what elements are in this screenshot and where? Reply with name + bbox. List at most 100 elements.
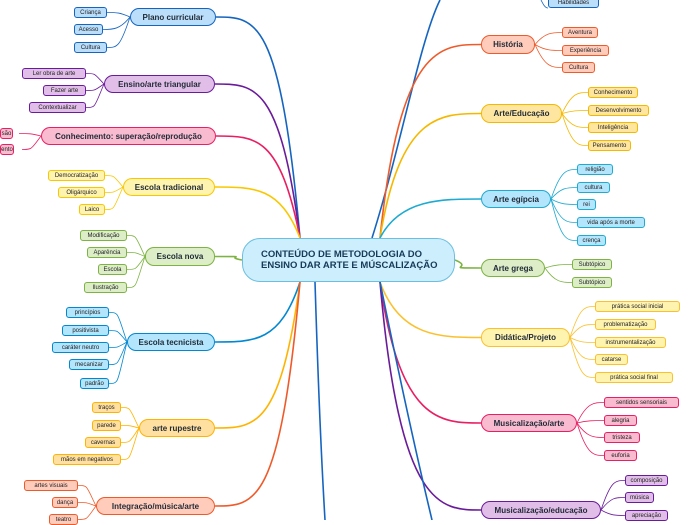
branch-tecnicista-label: Escola tecnicista [138,337,204,347]
historia-leaf-0[interactable]: Aventura [562,27,598,38]
plano-leaf-0[interactable]: Criança [74,7,107,18]
edge-top-0 [540,0,549,9]
music1-leaf-1[interactable]: alegria [604,415,637,426]
music2-leaf-1[interactable]: música [625,492,654,503]
rupestre-leaf-1[interactable]: parede [92,420,121,431]
didatica-leaf-4[interactable]: prática social final [595,372,673,383]
tradicional-leaf-2[interactable]: Laico [79,204,105,215]
branch-grega[interactable]: Arte grega [481,259,545,277]
edge-didatica-1 [569,324,596,338]
tecnicista-leaf-4[interactable]: padrão [80,378,109,389]
rupestre-leaf-3-label: mãos em negativos [60,456,114,463]
edge-egipcia-2 [550,198,578,205]
integracao-leaf-1-label: dança [56,499,74,506]
branch-music2-label: Musicalização/educação [494,505,588,515]
arteedu-leaf-2[interactable]: Inteligência [588,122,638,133]
egipcia-leaf-0[interactable]: religião [577,164,613,175]
edge-top [371,0,441,239]
edge-tecnicista-1 [108,330,128,343]
integracao-leaf-1[interactable]: dança [52,497,78,508]
nova-leaf-2[interactable]: Escola [98,264,127,275]
tecnicista-leaf-1[interactable]: positivista [62,325,109,336]
historia-leaf-2[interactable]: Cultura [562,62,595,73]
didatica-leaf-0[interactable]: prática social inicial [595,301,680,312]
rupestre-leaf-2[interactable]: cavernas [85,437,121,448]
tradicional-leaf-1[interactable]: Oligárquico [58,187,105,198]
plano-leaf-1[interactable]: Acesso [74,24,103,35]
branch-historia[interactable]: História [481,35,535,54]
tradicional-leaf-0[interactable]: Democratização [48,170,105,181]
top-leaf-0[interactable]: Habilidades [548,0,599,8]
music2-leaf-0[interactable]: composição [625,475,668,486]
edge-egipcia [379,198,482,239]
integracao-leaf-0[interactable]: artes visuais [24,480,78,491]
nova-leaf-1[interactable]: Aparência [87,247,127,258]
tecnicista-leaf-0[interactable]: princípios [66,307,109,318]
didatica-leaf-2[interactable]: instrumentalização [595,337,666,348]
nova-leaf-0[interactable]: Modificação [80,230,127,241]
ensino-leaf-2[interactable]: Contextualizar [29,102,86,113]
tecnicista-leaf-3[interactable]: mecanizar [69,359,109,370]
music2-leaf-2[interactable]: apreciação [625,510,668,521]
rupestre-leaf-3[interactable]: mãos em negativos [53,454,121,465]
plano-leaf-1-label: Acesso [78,26,99,33]
tecnicista-leaf-4-label: padrão [85,380,104,387]
music1-leaf-3[interactable]: euforia [604,450,637,461]
edge-music2 [379,281,482,511]
branch-tecnicista[interactable]: Escola tecnicista [127,333,215,351]
tecnicista-leaf-3-label: mecanizar [75,361,103,368]
rupestre-leaf-0[interactable]: traços [92,402,121,413]
egipcia-leaf-4[interactable]: crença [577,235,606,246]
didatica-leaf-3[interactable]: catarse [595,354,628,365]
branch-integracao[interactable]: Integração/música/arte [96,497,215,515]
tecnicista-leaf-2[interactable]: caráter neutro [52,342,109,353]
grega-leaf-0[interactable]: Subtópico [572,259,612,270]
arteedu-leaf-1[interactable]: Desenvolvimento [588,105,649,116]
arteedu-leaf-0[interactable]: Conhecimento [588,87,638,98]
ensino-leaf-0[interactable]: Ler obra de arte [22,68,86,79]
branch-rupestre[interactable]: arte rupestre [139,419,215,437]
branch-rupestre-label: arte rupestre [152,423,202,433]
nova-leaf-2-label: Escola [103,266,122,273]
edge-nova-2 [126,256,146,270]
grega-leaf-1[interactable]: Subtópico [572,277,612,288]
conhec-leaf-1[interactable]: ento [0,144,14,155]
branch-arteedu[interactable]: Arte/Educação [481,104,562,123]
branch-egipcia[interactable]: Arte egípcia [481,190,551,208]
central-topic-label: CONTEÚDO DE METODOLOGIA DO ENSINO DAR AR… [261,249,438,271]
branch-ensino[interactable]: Ensino/arte triangular [104,75,215,93]
nova-leaf-3[interactable]: Ilustração [84,282,127,293]
branch-conhec[interactable]: Conhecimento: superação/reprodução [41,127,216,145]
didatica-leaf-1[interactable]: problematização [595,319,656,330]
conhec-leaf-1-label: ento [1,146,13,153]
egipcia-leaf-2[interactable]: rei [577,199,596,210]
edge-didatica [379,281,482,339]
historia-leaf-1[interactable]: Experiência [562,45,609,56]
branch-nova[interactable]: Escola nova [145,247,215,266]
edge-music1-2 [576,422,605,438]
conhec-leaf-0-label: são [1,130,12,137]
arteedu-leaf-1-label: Desenvolvimento [595,107,642,114]
branch-didatica[interactable]: Didática/Projeto [481,328,570,347]
ensino-leaf-1[interactable]: Fazer arte [43,85,86,96]
ensino-leaf-0-label: Ler obra de arte [32,70,76,77]
edge-arteedu-0 [561,92,589,114]
arteedu-leaf-3[interactable]: Pensamento [588,140,631,151]
music1-leaf-2[interactable]: tristeza [604,432,640,443]
conhec-leaf-0[interactable]: são [0,128,13,139]
central-topic[interactable]: CONTEÚDO DE METODOLOGIA DO ENSINO DAR AR… [242,238,455,282]
branch-didatica-label: Didática/Projeto [495,333,556,342]
branch-historia-label: História [493,40,523,49]
edge-bottom-offscreen [379,281,433,520]
edge-music2-1 [600,497,626,511]
egipcia-leaf-3[interactable]: vida após a morte [577,217,645,228]
plano-leaf-2[interactable]: Cultura [74,42,107,53]
edge-music2-0 [600,480,626,511]
branch-music1[interactable]: Musicalização/arte [481,414,577,432]
branch-plano[interactable]: Plano curricular [130,8,216,26]
branch-tradicional[interactable]: Escola tradicional [123,178,215,196]
edge-historia-1 [534,44,563,51]
egipcia-leaf-1[interactable]: cultura [577,182,610,193]
music1-leaf-0[interactable]: sentidos sensoriais [604,397,679,408]
branch-music2[interactable]: Musicalização/educação [481,501,601,519]
